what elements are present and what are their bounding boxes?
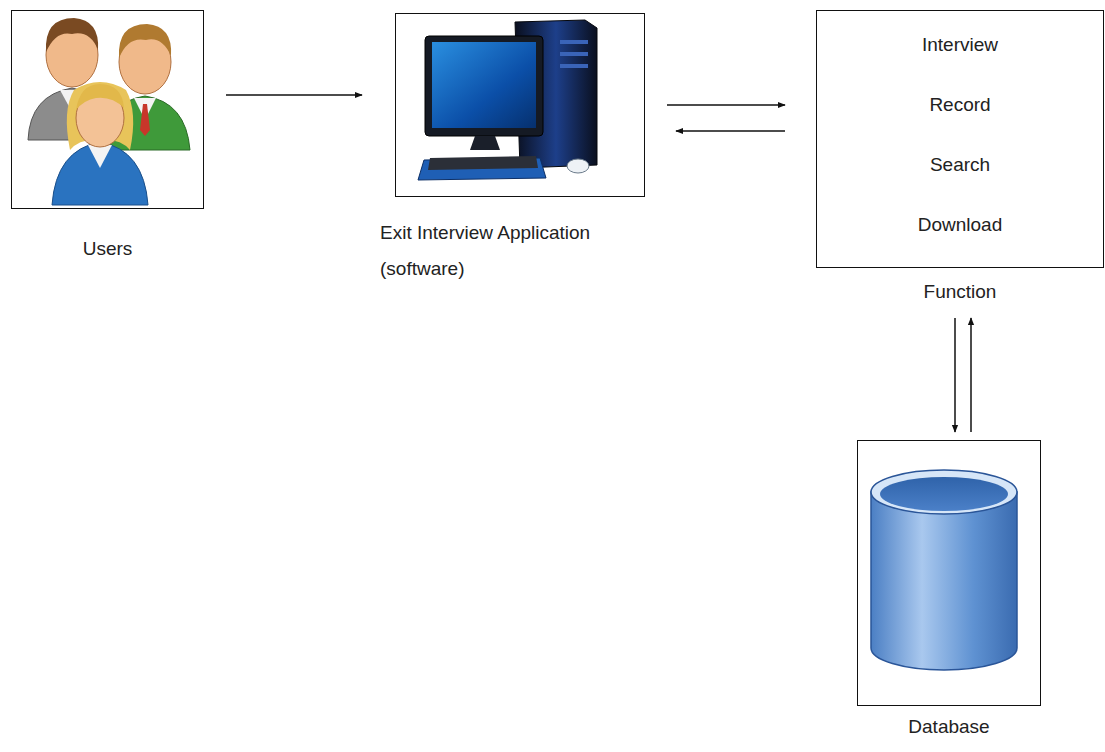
box-label: Database (857, 715, 1041, 739)
database-box: Database (857, 440, 1041, 739)
function-item: Search (817, 135, 1103, 195)
box-label: Users (11, 235, 204, 263)
arrow-connector (970, 318, 972, 432)
users-box: Users (11, 10, 204, 263)
application-box: Exit Interview Application (software) (380, 13, 645, 287)
arrow-connector (226, 94, 362, 96)
box-frame (11, 10, 204, 209)
box-frame (857, 440, 1041, 706)
function-item: Record (817, 75, 1103, 135)
function-item: Download (817, 195, 1103, 255)
arrow-connector (954, 318, 956, 432)
arrow-connector (667, 104, 785, 106)
box-label: Exit Interview Application (software) (380, 215, 645, 287)
box-frame: InterviewRecordSearchDownload (816, 10, 1104, 268)
box-frame (395, 13, 645, 197)
users-icon (28, 18, 190, 205)
database-icon (871, 470, 1017, 670)
computer-icon (418, 20, 597, 180)
function-item: Interview (817, 15, 1103, 75)
function-box: InterviewRecordSearchDownloadFunction (816, 10, 1104, 306)
arrow-connector (676, 130, 785, 132)
box-label: Function (816, 278, 1104, 306)
